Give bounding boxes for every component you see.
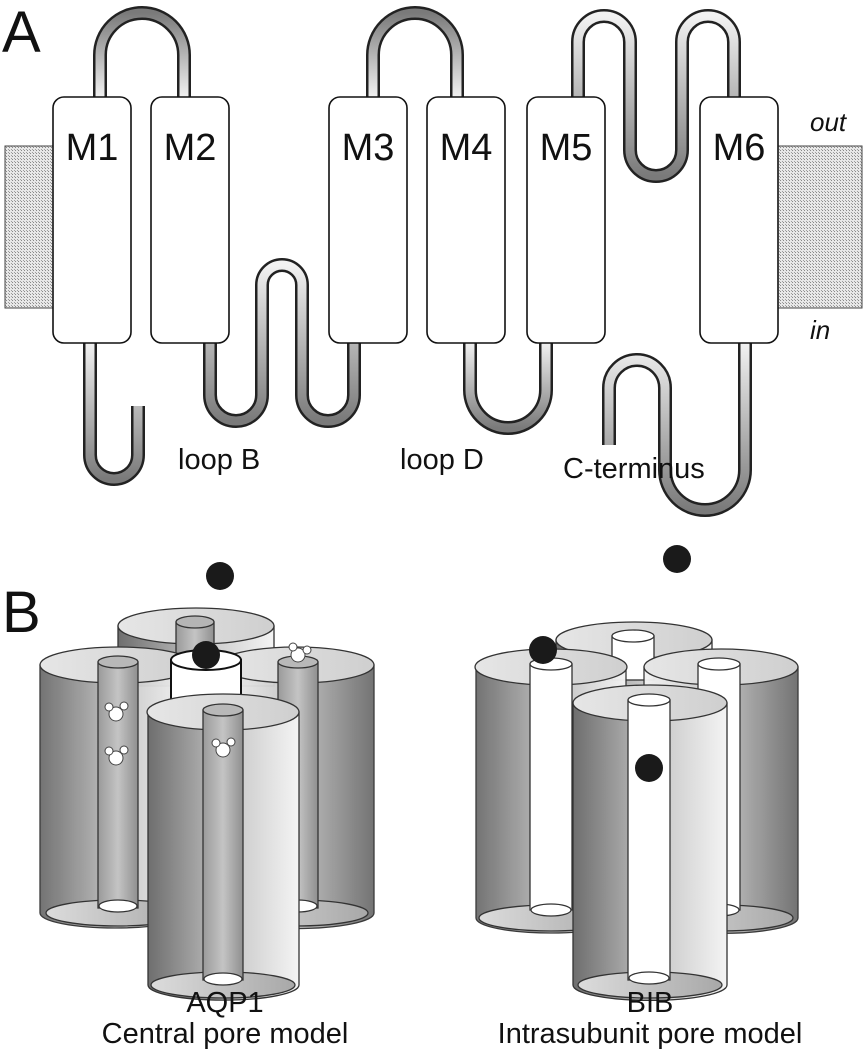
helix-m3: M3	[328, 96, 408, 344]
c-terminus-label: C-terminus	[563, 453, 705, 485]
helix-m5-label: M5	[540, 127, 593, 169]
helix-m2: M2	[150, 96, 230, 344]
loop-m3-m4	[366, 6, 464, 98]
aqp1-name: AQP1	[186, 987, 263, 1019]
aqp1-front-monomer	[146, 693, 300, 1001]
solute-particle	[635, 754, 663, 782]
side-out-label: out	[810, 107, 848, 137]
aqp1-tetramer	[39, 562, 375, 1001]
membrane-right	[775, 145, 863, 309]
loop-b	[203, 258, 361, 428]
n-terminus-tail	[83, 342, 145, 486]
side-in-label: in	[810, 315, 830, 345]
solute-particle	[529, 636, 557, 664]
loop-d	[463, 342, 553, 435]
loop-m1-m2	[93, 6, 191, 98]
c-terminus-tail	[602, 342, 752, 517]
solute-particle	[663, 545, 691, 573]
helix-m3-label: M3	[342, 127, 395, 169]
bib-name: BIB	[627, 987, 674, 1019]
helix-m1: M1	[52, 96, 132, 344]
bib-subtitle: Intrasubunit pore model	[498, 1018, 803, 1050]
water-molecule	[211, 737, 236, 758]
solute-particle	[206, 562, 234, 590]
panel-b-label: B	[2, 580, 41, 645]
loop-b-label: loop B	[178, 444, 260, 476]
helix-m4-label: M4	[440, 127, 493, 169]
loop-d-label: loop D	[400, 444, 484, 476]
water-molecule	[288, 642, 312, 663]
bib-tetramer	[474, 545, 799, 1002]
helix-m1-label: M1	[66, 127, 119, 169]
bib-front-monomer	[572, 684, 728, 1002]
helix-m5: M5	[526, 96, 606, 344]
solute-particle	[192, 641, 220, 669]
membrane-left	[4, 145, 55, 309]
helix-m6: M6	[699, 96, 779, 344]
helix-m2-label: M2	[164, 127, 217, 169]
aqp1-subtitle: Central pore model	[102, 1018, 349, 1050]
helix-m4: M4	[426, 96, 506, 344]
water-molecule	[104, 701, 129, 722]
helix-m6-label: M6	[713, 127, 766, 169]
water-molecule	[104, 745, 129, 766]
panel-a-label: A	[2, 0, 41, 65]
loop-m5-m6	[571, 9, 741, 183]
